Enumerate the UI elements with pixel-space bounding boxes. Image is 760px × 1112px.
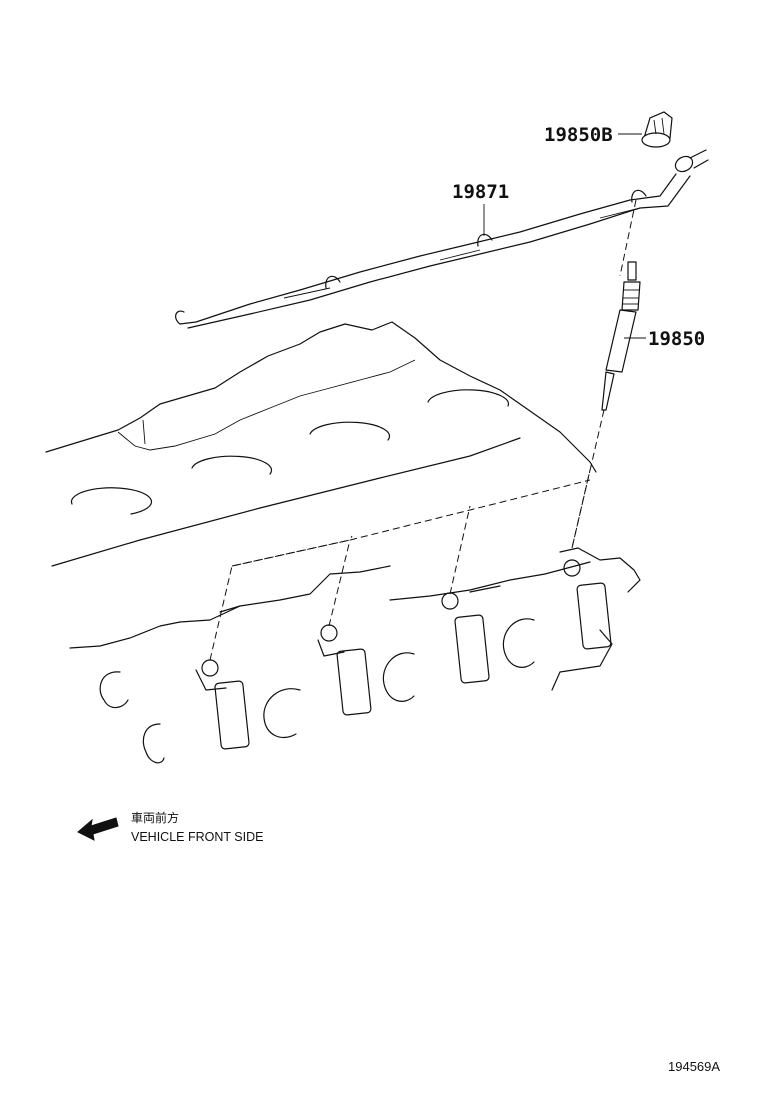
legend-label-en: VEHICLE FRONT SIDE: [131, 830, 263, 844]
legend-label-ja: 車両前方: [131, 810, 179, 825]
callout-19871: 19871: [452, 181, 509, 203]
left-arrow-icon: [77, 817, 119, 841]
glow-plug-part: [601, 261, 641, 411]
callout-19850: 19850: [648, 328, 705, 350]
callout-19850b: 19850B: [544, 124, 613, 146]
cylinder-head: [45, 321, 597, 567]
manifold-flange: [69, 547, 641, 764]
figure-reference: 194569A: [668, 1059, 720, 1074]
vehicle-front-legend: 車両前方 VEHICLE FRONT SIDE: [77, 810, 263, 844]
leader-lines: [483, 133, 646, 339]
glow-plug-connector-part: [641, 111, 673, 148]
glow-plug-bus-bar: [175, 149, 709, 329]
assembly-lines: [209, 199, 637, 661]
